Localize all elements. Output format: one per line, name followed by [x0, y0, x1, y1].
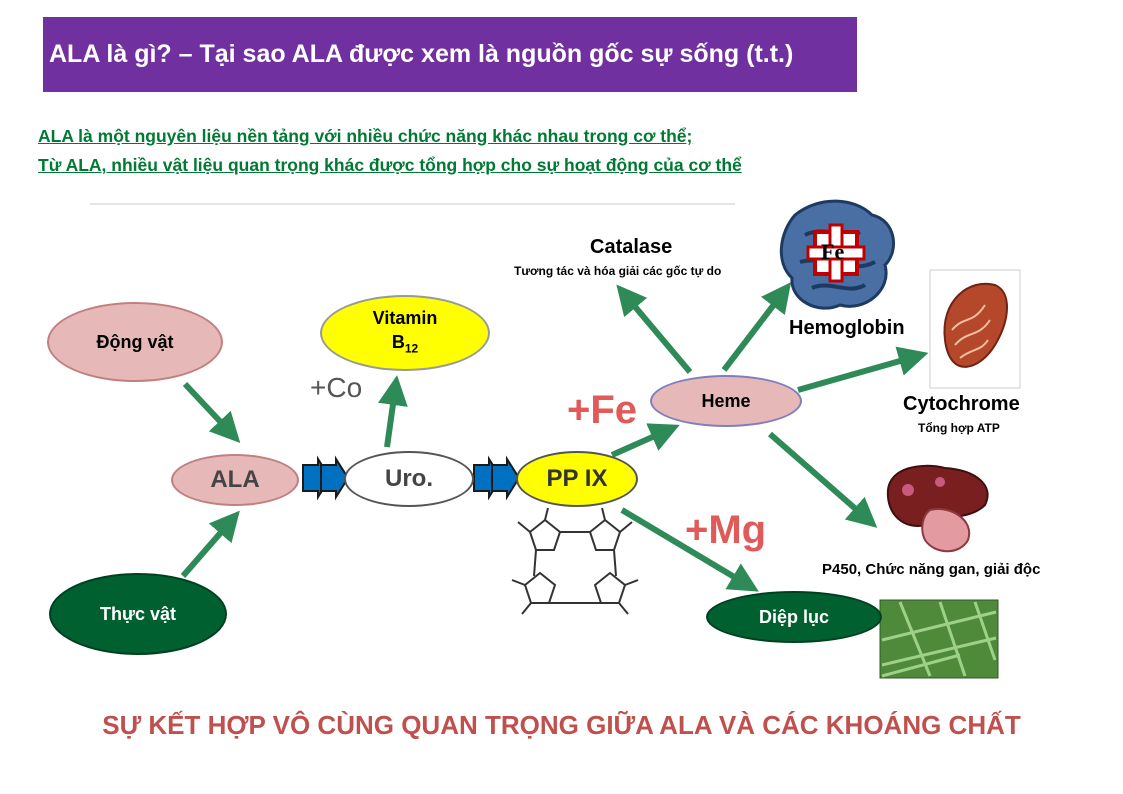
- arrow-ppix-to-chlorophyll: [620, 507, 759, 592]
- label-catalase-desc: Tương tác và hóa giải các gốc tự do: [514, 264, 722, 278]
- bottom-slogan: SỰ KẾT HỢP VÔ CÙNG QUAN TRỌNG GIỮA ALA V…: [102, 710, 1021, 740]
- arrows: [180, 282, 929, 592]
- node-vitamin-b12: Vitamin B12: [320, 295, 490, 371]
- label-p450: P450, Chức năng gan, giải độc: [822, 561, 1041, 578]
- subtitle-line-1: ALA là một nguyên liệu nền tảng với nhiề…: [38, 126, 693, 146]
- leaf-image: [879, 599, 999, 679]
- node-animal: Động vật: [47, 302, 223, 382]
- arrow-animal-to-ala: [182, 381, 241, 443]
- node-chlorophyll-label: Diệp lục: [758, 606, 829, 627]
- node-heme-label: Heme: [701, 390, 751, 411]
- node-ala: ALA: [171, 454, 299, 506]
- double-arrow-uro-ppix: [473, 455, 521, 501]
- arrow-plant-to-ala: [180, 510, 240, 578]
- arrow-heme-to-catalase: [616, 284, 693, 374]
- vitamin-b-letter: B: [391, 331, 405, 352]
- node-pp-ix-label: PP IX: [546, 465, 608, 492]
- node-plant-label: Thực vật: [99, 603, 177, 624]
- label-cytochrome-desc: Tổng hợp ATP: [918, 421, 1000, 435]
- arrow-heme-to-p450: [768, 431, 878, 528]
- label-cytochrome: Cytochrome: [903, 393, 1020, 415]
- node-heme: Heme: [650, 375, 802, 427]
- arrow-heme-to-cytochrome: [797, 346, 929, 393]
- arrow-ppix-to-heme: [610, 423, 680, 458]
- liver-image: [886, 464, 989, 553]
- mitochondria-image: [929, 269, 1021, 389]
- node-plant: Thực vật: [49, 573, 227, 655]
- title-text: ALA là gì? – Tại sao ALA được xem là ngu…: [49, 40, 794, 68]
- subtitle-line-2: Từ ALA, nhiều vật liệu quan trọng khác đ…: [38, 155, 742, 175]
- label-hemoglobin: Hemoglobin: [789, 317, 905, 339]
- node-vitamin-label: Vitamin: [372, 307, 438, 328]
- label-fe-symbol: Fe: [821, 239, 845, 264]
- label-plus-mg: +Mg: [685, 508, 767, 552]
- node-animal-label: Động vật: [96, 331, 174, 352]
- node-uro: Uro.: [344, 451, 474, 507]
- hemoglobin-image: [779, 199, 895, 310]
- node-pp-ix: PP IX: [516, 451, 638, 507]
- vitamin-subscript: 12: [404, 341, 419, 356]
- node-ala-label: ALA: [210, 466, 260, 493]
- arrow-uro-to-vitamin: [378, 375, 408, 448]
- double-arrow-ala-uro: [302, 455, 350, 501]
- node-vitamin-b12-label: B12: [392, 330, 418, 361]
- arrow-heme-to-hemoglobin: [721, 282, 792, 372]
- label-plus-co: +Co: [310, 372, 363, 403]
- label-catalase: Catalase: [590, 236, 673, 258]
- node-uro-label: Uro.: [385, 465, 433, 492]
- node-chlorophyll: Diệp lục: [706, 591, 882, 643]
- porphyrin-structure: [511, 507, 639, 615]
- page-title: ALA là gì? – Tại sao ALA được xem là ngu…: [43, 17, 857, 92]
- label-plus-fe: +Fe: [567, 388, 638, 432]
